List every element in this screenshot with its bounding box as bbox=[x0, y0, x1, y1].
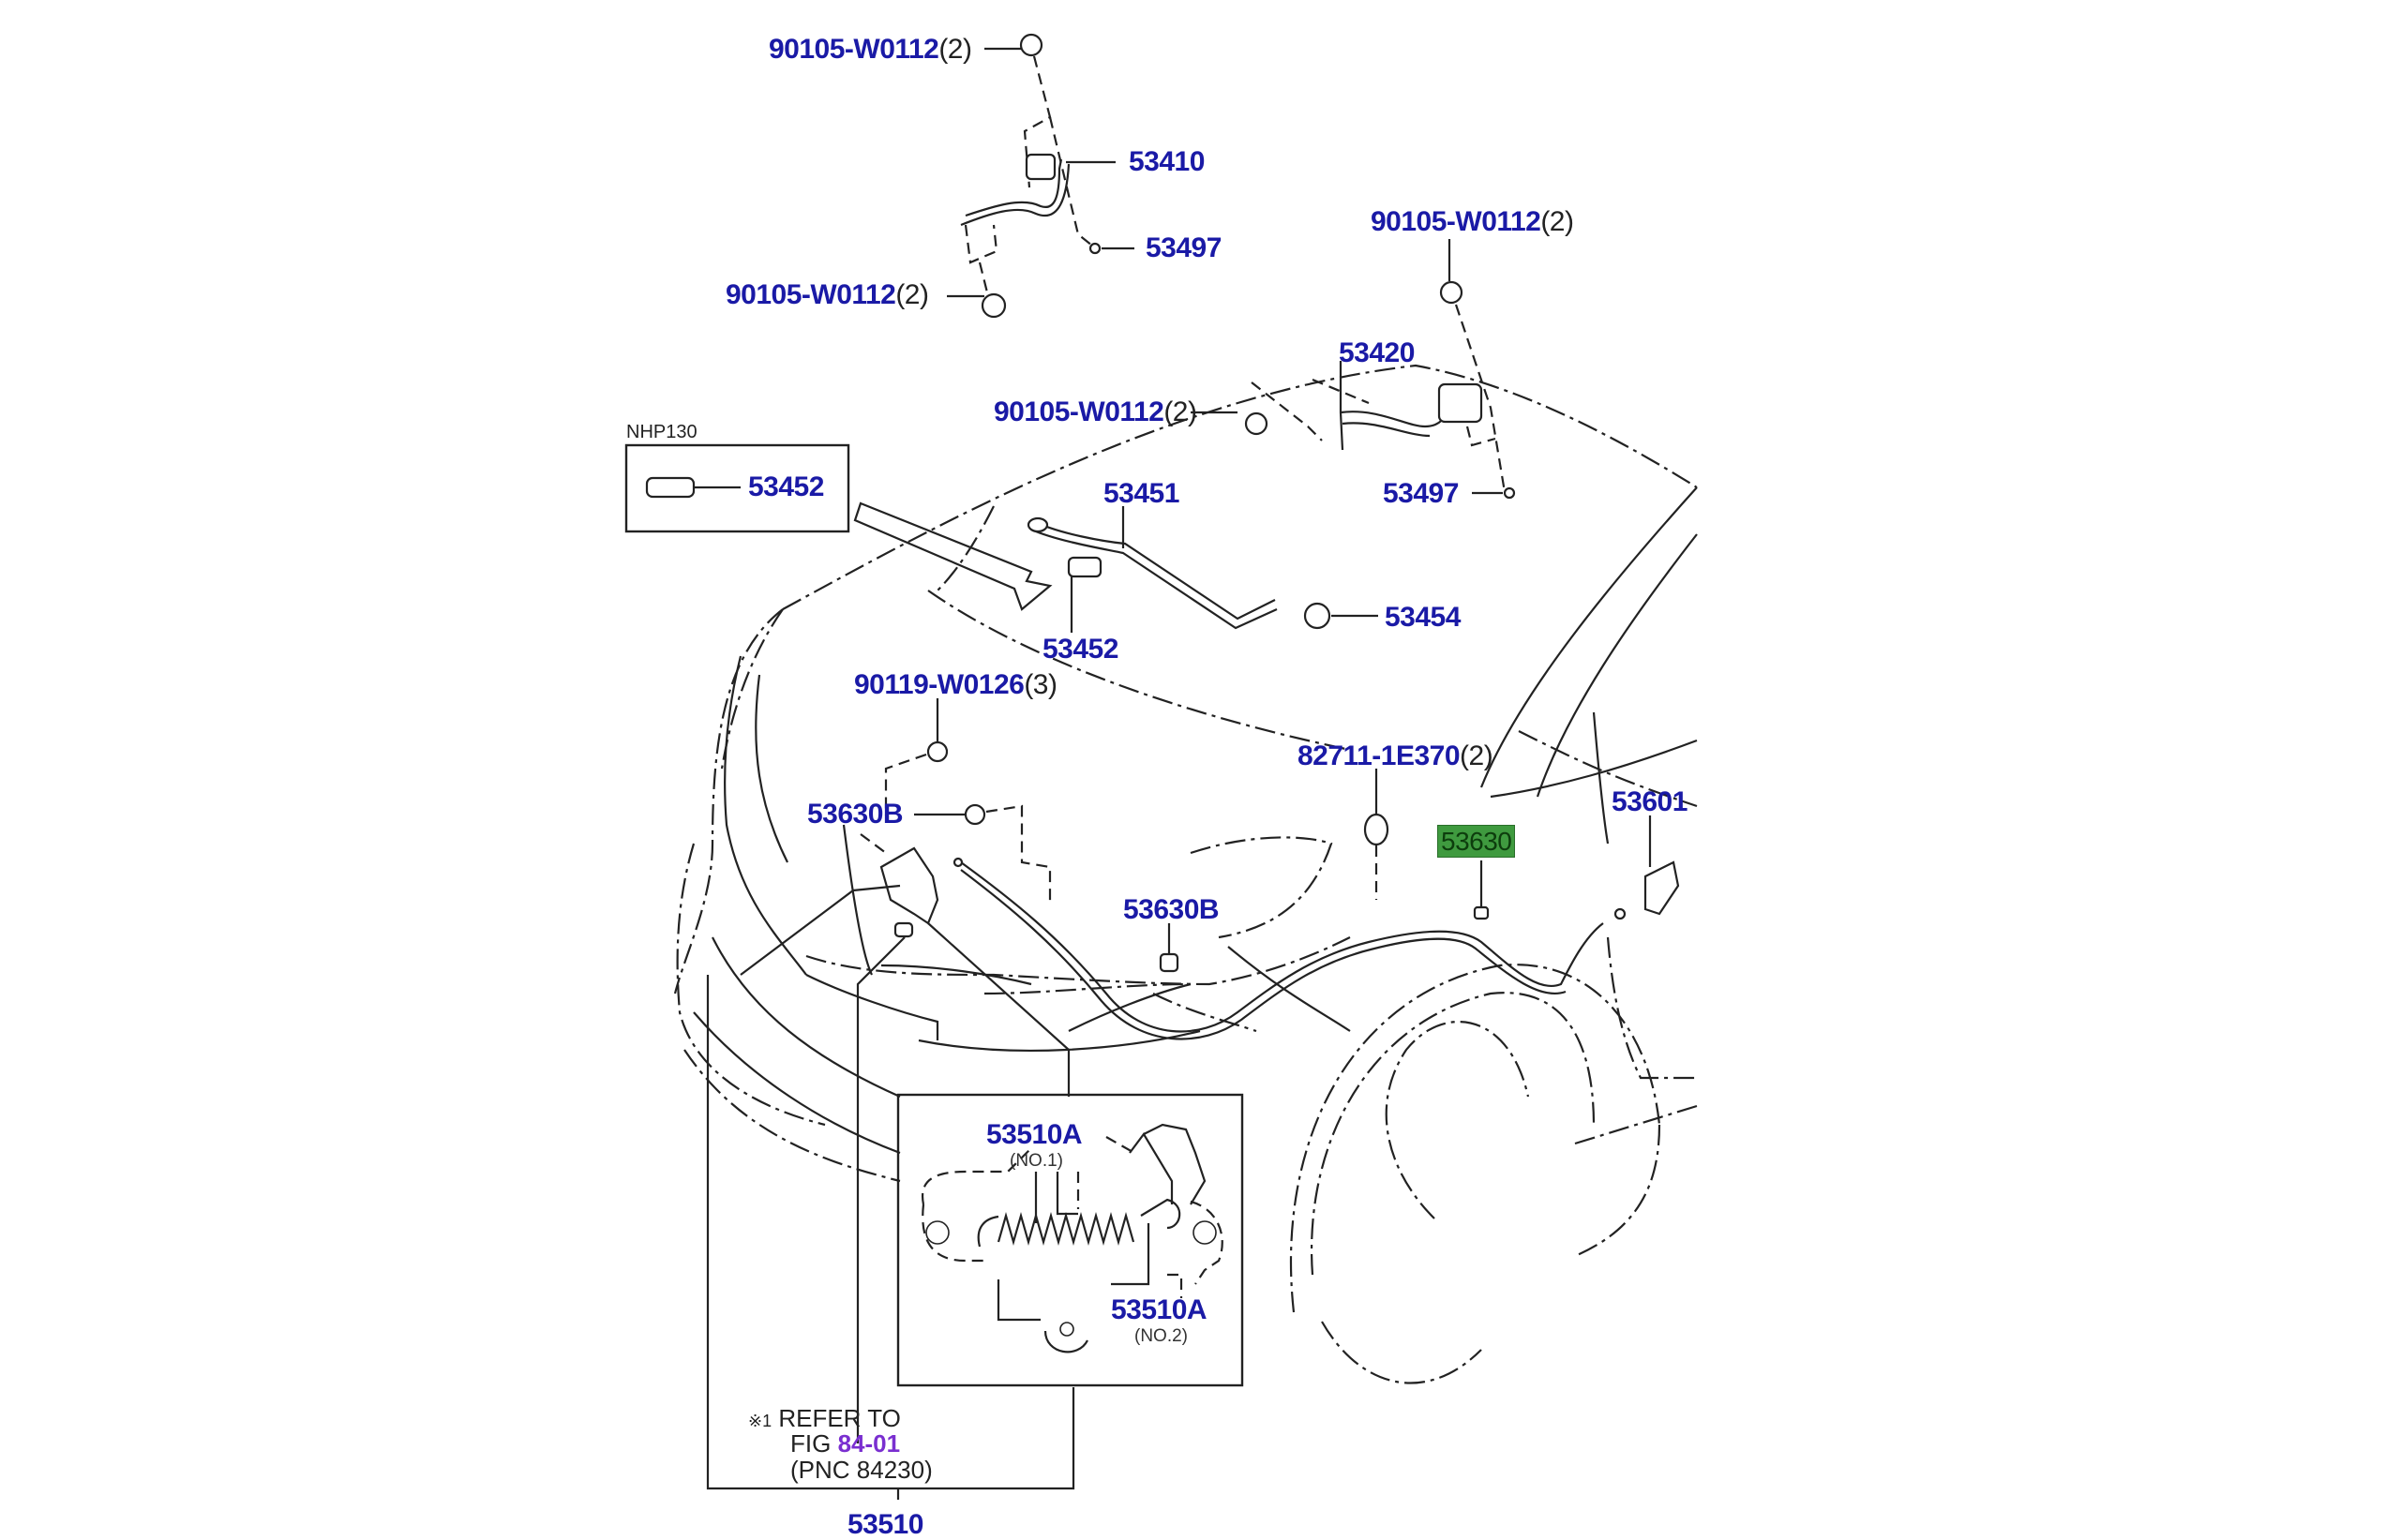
callout-90105-w0112-right[interactable]: 90105-W0112(2) bbox=[1371, 206, 1574, 237]
hood-hinge-left-art bbox=[947, 33, 1134, 319]
part-number: 53497 bbox=[1383, 478, 1459, 509]
part-number: 90105-W0112 bbox=[726, 279, 896, 310]
callout-53630b-right[interactable]: 53630B bbox=[1123, 894, 1220, 925]
reference-note: ※1 REFER TO FIG 84-01 (PNC 84230) bbox=[748, 1404, 933, 1484]
callout-90105-w0112-left[interactable]: 90105-W0112(2) bbox=[726, 279, 929, 310]
callout-53497-top[interactable]: 53497 bbox=[1146, 234, 1222, 262]
callout-53630b-left[interactable]: 53630B bbox=[807, 799, 904, 830]
part-number: 53420 bbox=[1339, 337, 1415, 368]
part-number: 90119-W0126 bbox=[854, 669, 1025, 700]
part-number: 90105-W0112 bbox=[1371, 206, 1541, 237]
callout-53454[interactable]: 53454 bbox=[1385, 604, 1461, 632]
callout-90105-w0112-mid[interactable]: 90105-W0112(2) bbox=[994, 396, 1197, 427]
note-line1: REFER TO bbox=[778, 1404, 901, 1432]
callout-53510a-no1-sub: (NO.1) bbox=[1010, 1151, 1063, 1171]
part-number: 53510A bbox=[1111, 1294, 1208, 1325]
note-line3: (PNC 84230) bbox=[790, 1455, 933, 1484]
callout-53601[interactable]: 53601 bbox=[1612, 788, 1688, 816]
quantity: (2) bbox=[1540, 206, 1574, 237]
quantity: (2) bbox=[938, 34, 972, 65]
callout-53497-right[interactable]: 53497 bbox=[1383, 480, 1459, 508]
hood-lock-art bbox=[706, 698, 1680, 1500]
part-number: 53630B bbox=[807, 799, 904, 830]
hood-lock-detail-inset bbox=[896, 1093, 1244, 1387]
callout-53630-highlighted[interactable]: 53630 bbox=[1437, 825, 1516, 858]
callout-53452-lower[interactable]: 53452 bbox=[1042, 635, 1118, 664]
callout-90105-w0112-top[interactable]: 90105-W0112(2) bbox=[769, 34, 972, 65]
part-number: 53452 bbox=[748, 471, 824, 502]
callout-53410[interactable]: 53410 bbox=[1129, 148, 1205, 176]
part-number-highlight: 53630 bbox=[1437, 825, 1516, 858]
callout-53451[interactable]: 53451 bbox=[1103, 480, 1179, 508]
group-label-nhp130: NHP130 bbox=[626, 422, 698, 442]
part-number: 53454 bbox=[1385, 602, 1461, 633]
figure-link-84-01[interactable]: 84-01 bbox=[837, 1429, 901, 1458]
part-number: 90105-W0112 bbox=[769, 34, 939, 65]
part-number: 53451 bbox=[1103, 478, 1179, 509]
callout-82711-1e370[interactable]: 82711-1E370(2) bbox=[1298, 740, 1493, 771]
callout-53420[interactable]: 53420 bbox=[1339, 339, 1415, 367]
part-number: 53630B bbox=[1123, 894, 1220, 925]
callout-53510a-no1[interactable]: 53510A bbox=[986, 1119, 1083, 1150]
nhp130-group-box bbox=[624, 443, 850, 533]
hood-support-art bbox=[853, 501, 1378, 633]
callout-53510[interactable]: 53510 bbox=[848, 1511, 923, 1539]
quantity: (2) bbox=[1163, 396, 1197, 427]
part-number: 53510 bbox=[848, 1509, 923, 1540]
part-number: 53410 bbox=[1129, 146, 1205, 177]
callout-53510a-no2[interactable]: 53510A bbox=[1111, 1294, 1208, 1325]
quantity: (2) bbox=[1460, 740, 1493, 771]
callout-53452-box[interactable]: 53452 bbox=[748, 473, 824, 501]
part-number: 53452 bbox=[1042, 634, 1118, 665]
car-body-outline bbox=[673, 364, 1698, 1384]
quantity: (2) bbox=[895, 279, 929, 310]
callout-90119-w0126[interactable]: 90119-W0126(3) bbox=[854, 669, 1058, 700]
note-marker: ※1 bbox=[748, 1412, 772, 1430]
part-number: 90105-W0112 bbox=[994, 396, 1164, 427]
note-fig-prefix: FIG bbox=[790, 1429, 838, 1458]
callout-53510a-no2-sub: (NO.2) bbox=[1134, 1326, 1188, 1346]
part-number: 53601 bbox=[1612, 786, 1688, 817]
hood-hinge-right-art bbox=[1191, 239, 1516, 500]
part-number: 53510A bbox=[986, 1119, 1083, 1150]
quantity: (3) bbox=[1024, 669, 1058, 700]
part-number: 53497 bbox=[1146, 232, 1222, 263]
part-number: 82711-1E370 bbox=[1298, 740, 1461, 771]
